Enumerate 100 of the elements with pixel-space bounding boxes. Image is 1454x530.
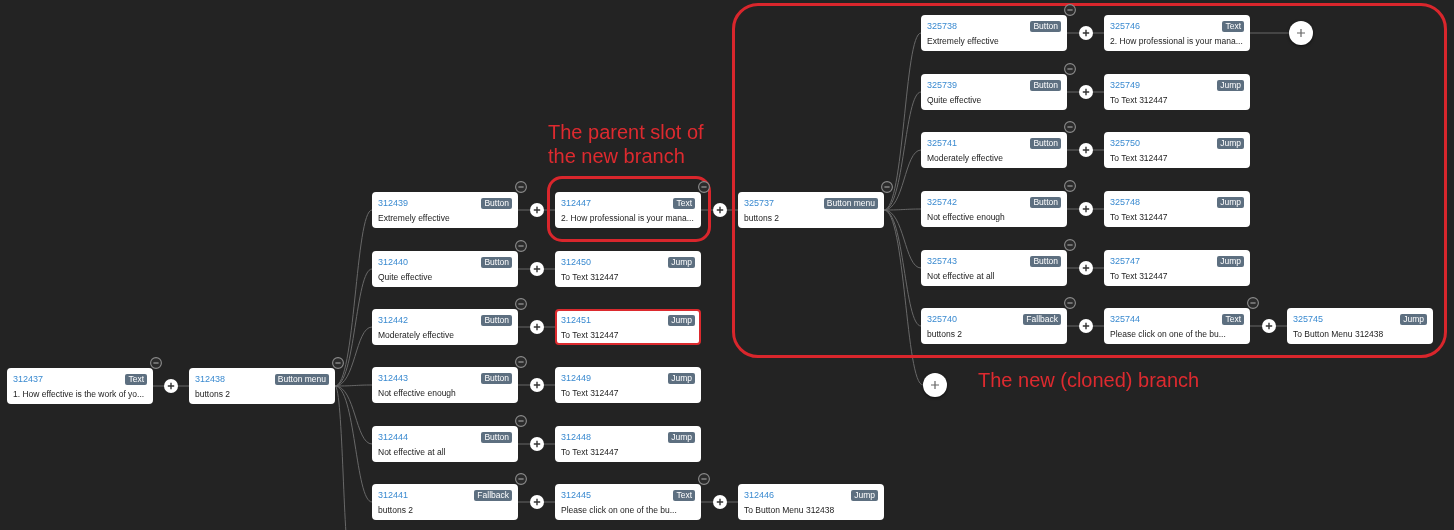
node-id: 312447: [561, 198, 592, 209]
node-text: Quite effective: [927, 94, 983, 106]
node-text: To Text 312447: [1110, 270, 1169, 282]
node-id: 312444: [378, 432, 409, 443]
annotation-caption: The parent slot of the new branch: [548, 120, 705, 168]
connector-line: [334, 385, 373, 503]
node-card: [1104, 15, 1250, 51]
type-tag: Button: [1030, 138, 1061, 149]
node-text: Moderately effective: [927, 152, 1004, 164]
node-text: Not effective at all: [927, 270, 996, 282]
add-button: [923, 373, 947, 397]
type-tag: Button: [481, 315, 512, 326]
type-tag: Button: [1030, 256, 1061, 267]
node-text: Please click on one of the bu...: [1110, 328, 1227, 340]
node-card: [7, 368, 153, 404]
type-tag: Button: [1030, 80, 1061, 91]
node-id: 312439: [378, 198, 409, 209]
node-id: 312446: [744, 490, 775, 501]
type-tag: Button menu: [823, 198, 878, 209]
node-text: To Text 312447: [561, 387, 620, 399]
add-button: [1289, 21, 1313, 45]
type-tag: Button: [481, 373, 512, 384]
node-text: Extremely effective: [378, 212, 451, 224]
node-card: [555, 192, 701, 228]
node-id: 325737: [744, 198, 775, 209]
node-text: buttons 2: [744, 212, 780, 224]
node-text: 1. How effective is the work of yo...: [13, 388, 146, 400]
node-id: 325744: [1110, 314, 1141, 325]
node-card: [555, 367, 701, 403]
type-tag: Text: [673, 490, 695, 501]
node-id: 325747: [1110, 256, 1141, 267]
node-card: [1104, 191, 1250, 227]
node-card: [1104, 74, 1250, 110]
node-text: buttons 2: [378, 504, 414, 516]
node-text: buttons 2: [927, 328, 963, 340]
type-tag: Button: [481, 198, 512, 209]
node-card: [921, 74, 1067, 110]
node-card: [555, 484, 701, 520]
type-tag: Jump: [1217, 197, 1244, 208]
node-text: Not effective enough: [378, 387, 457, 399]
node-text: Not effective enough: [927, 211, 1006, 223]
node-text: 2. How professional is your mana...: [561, 212, 695, 224]
type-tag: Text: [1222, 21, 1244, 32]
type-tag: Button: [1030, 197, 1061, 208]
node-card: [372, 426, 518, 462]
node-id: 325738: [927, 21, 958, 32]
node-text: To Text 312447: [1110, 211, 1169, 223]
node-text: To Text 312447: [1110, 152, 1169, 164]
node-text: Quite effective: [378, 271, 434, 283]
connector-line: [334, 209, 373, 387]
node-id: 312445: [561, 490, 592, 501]
connector-line: [1249, 32, 1290, 34]
node-id: 312441: [378, 490, 409, 501]
node-card: [555, 309, 701, 345]
type-tag: Button: [481, 257, 512, 268]
node-card: [921, 132, 1067, 168]
connector-line: [883, 209, 924, 386]
node-card: [189, 368, 335, 404]
type-tag: Jump: [668, 257, 695, 268]
node-id: 325739: [927, 80, 958, 91]
type-tag: Button: [1030, 21, 1061, 32]
node-card: [738, 484, 884, 520]
node-id: 325742: [927, 197, 958, 208]
node-card: [372, 309, 518, 345]
node-id: 312443: [378, 373, 409, 384]
node-text: To Text 312447: [561, 271, 620, 283]
type-tag: Fallback: [1023, 314, 1061, 325]
node-id: 312440: [378, 257, 409, 268]
node-card: [372, 251, 518, 287]
node-id: 312449: [561, 373, 592, 384]
node-id: 325746: [1110, 21, 1141, 32]
node-card: [921, 250, 1067, 286]
node-text: Please click on one of the bu...: [561, 504, 678, 516]
node-id: 312451: [561, 315, 592, 326]
type-tag: Jump: [1217, 80, 1244, 91]
node-id: 325750: [1110, 138, 1141, 149]
type-tag: Jump: [668, 315, 695, 326]
type-tag: Jump: [1400, 314, 1427, 325]
node-text: Moderately effective: [378, 329, 455, 341]
node-id: 312448: [561, 432, 592, 443]
node-text: Extremely effective: [927, 35, 1000, 47]
node-card: [1104, 132, 1250, 168]
node-card: [1104, 308, 1250, 344]
node-text: To Button Menu 312438: [744, 504, 836, 516]
type-tag: Jump: [668, 373, 695, 384]
node-id: 325743: [927, 256, 958, 267]
type-tag: Text: [673, 198, 695, 209]
node-text: To Text 312447: [1110, 94, 1169, 106]
node-card: [1287, 308, 1433, 344]
node-card: [921, 15, 1067, 51]
annotation-caption: The new (cloned) branch: [978, 368, 1201, 392]
type-tag: Text: [125, 374, 147, 385]
node-card: [372, 367, 518, 403]
type-tag: Jump: [851, 490, 878, 501]
node-id: 325748: [1110, 197, 1141, 208]
type-tag: Jump: [1217, 138, 1244, 149]
highlight-frame: [732, 3, 1447, 358]
node-id: 312450: [561, 257, 592, 268]
node-text: To Text 312447: [561, 329, 620, 341]
node-card: [555, 426, 701, 462]
